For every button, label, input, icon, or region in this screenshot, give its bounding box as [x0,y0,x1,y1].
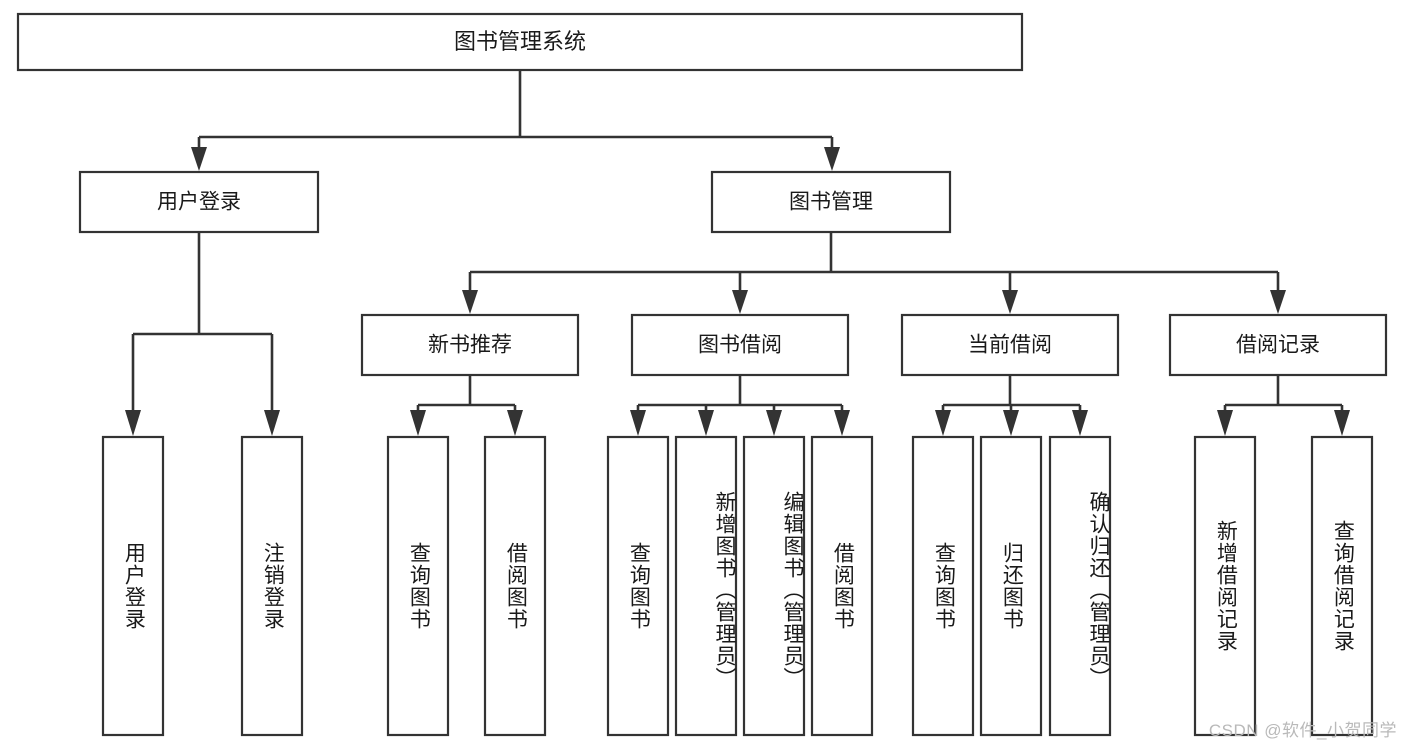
node-root-label: 图书管理系统 [454,29,586,54]
arrow-head-level2-1 [191,147,207,171]
leaf-box-nbr-2[interactable] [483,435,547,737]
edge-current-borrow-to-leaves [935,375,1088,436]
node-current-borrow[interactable]: 当前借阅 [900,313,1120,377]
leaf-box-br-2[interactable] [1310,435,1374,737]
edge-borrow-record-to-leaves [1217,375,1350,436]
arrow-head-level3-1 [462,290,478,314]
node-book-borrow-label: 图书借阅 [698,334,782,357]
leaf-box-bb-1[interactable] [606,435,670,737]
edge-book-management-to-level3 [462,232,1286,314]
node-current-borrow-label: 当前借阅 [968,334,1052,357]
edge-user-login-to-leaves [125,232,280,436]
leaf-boxes [101,435,1374,737]
node-root[interactable]: 图书管理系统 [16,12,1024,72]
node-user-login-label: 用户登录 [157,191,241,214]
arrow-head-bb-1 [630,410,646,436]
node-new-book-recommend-box[interactable] [360,313,580,377]
leaf-box-bb-2[interactable] [674,435,738,737]
arrow-head-nbr-2 [507,410,523,436]
node-book-borrow[interactable]: 图书借阅 [630,313,850,377]
node-new-book-recommend-label: 新书推荐 [428,334,512,357]
node-current-borrow-box[interactable] [900,313,1120,377]
watermark-text: CSDN @软件_小贺同学 [1208,721,1397,740]
arrow-head-user-login-2 [264,410,280,436]
leaf-box-bb-4[interactable] [810,435,874,737]
leaf-box-user-login-1[interactable] [101,435,165,737]
node-book-management-label: 图书管理 [789,191,873,214]
arrow-head-level3-4 [1270,290,1286,314]
leaf-box-user-login-2[interactable] [240,435,304,737]
leaf-box-cb-3[interactable] [1048,435,1112,737]
edge-book-borrow-to-leaves [630,375,850,436]
arrow-head-nbr-1 [410,410,426,436]
node-borrow-record-label: 借阅记录 [1236,334,1320,357]
arrow-head-bb-3 [766,410,782,436]
node-book-management[interactable]: 图书管理 [710,170,952,234]
arrow-head-br-1 [1217,410,1233,436]
arrow-head-cb-1 [935,410,951,436]
edge-new-book-recommend-to-leaves [410,375,523,436]
arrow-head-bb-4 [834,410,850,436]
leaf-box-br-1[interactable] [1193,435,1257,737]
arrow-head-level3-3 [1002,290,1018,314]
arrow-head-bb-2 [698,410,714,436]
node-borrow-record-box[interactable] [1168,313,1388,377]
arrow-head-user-login-1 [125,410,141,436]
leaf-box-cb-1[interactable] [911,435,975,737]
node-new-book-recommend[interactable]: 新书推荐 [360,313,580,377]
node-borrow-record[interactable]: 借阅记录 [1168,313,1388,377]
leaf-box-cb-2[interactable] [979,435,1043,737]
node-book-management-box[interactable] [710,170,952,234]
leaf-box-nbr-1[interactable] [386,435,450,737]
edge-root-to-level2 [191,70,840,171]
node-book-borrow-box[interactable] [630,313,850,377]
node-root-box[interactable] [16,12,1024,72]
arrow-head-level3-2 [732,290,748,314]
arrow-head-cb-3 [1072,410,1088,436]
leaf-box-bb-3[interactable] [742,435,806,737]
arrow-head-cb-2 [1003,410,1019,436]
node-user-login[interactable]: 用户登录 [78,170,320,234]
arrow-head-level2-2 [824,147,840,171]
arrow-head-br-2 [1334,410,1350,436]
